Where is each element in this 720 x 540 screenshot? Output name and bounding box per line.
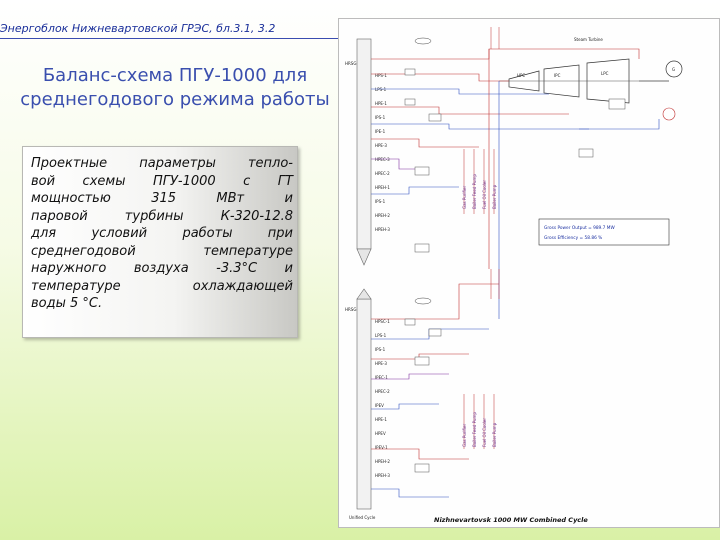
hrsg-section-label: IPE-1 <box>375 129 386 134</box>
steam-turbine-label: Steam Turbine <box>574 37 603 42</box>
equipment-vertical-label: Gas Purifier <box>462 185 467 209</box>
hrsg-section-label: IPS-1 <box>375 199 386 204</box>
description-line: вой схемы ПГУ-1000 с ГТ <box>31 173 293 189</box>
description-line: воды 5 °С. <box>31 296 103 311</box>
gross-efficiency: Gross Efficiency = 58.86 % <box>544 235 602 241</box>
hrsg-section-label: IPEV <box>375 403 384 408</box>
equipment-vertical-label: Boiler Pump <box>492 184 497 209</box>
hrsg-section-label: HPEH-3 <box>375 473 390 478</box>
hrsg-section-label: LPS-1 <box>375 333 387 338</box>
hrsg-upper-body <box>356 38 372 250</box>
hrsg-section-label: HPE-1 <box>375 101 387 106</box>
title-line-2: среднегодового режима работы <box>20 89 330 110</box>
hrsg-section-label: IPEV-1 <box>375 445 388 450</box>
equipment-vertical-label: Gas Purifier <box>462 423 467 447</box>
slide-title: Баланс-схема ПГУ-1000 для среднегодового… <box>10 64 340 112</box>
header-title: Энергоблок Нижневартовской ГРЭС, бл.3.1,… <box>0 22 276 35</box>
generator-label: G <box>672 67 675 72</box>
hrsg-section-label: LPS-1 <box>375 87 387 92</box>
turbine-label: IPC <box>554 73 561 78</box>
hrsg-section-label: IPS-1 <box>375 347 386 352</box>
turbine-label: LPC <box>601 71 609 76</box>
cycle-label: Unified Cycle <box>349 515 376 520</box>
hrsg-lower-body <box>356 298 372 510</box>
hrsg-section-label: HPEC-3 <box>375 157 390 162</box>
hrsg-section-label: IPS-1 <box>375 115 386 120</box>
hrsg-section-label: IPEC-1 <box>375 375 388 380</box>
hrsg-section-label: HPEH-3 <box>375 227 390 232</box>
description-box: Проектные параметры тепло- вой схемы ПГУ… <box>22 146 298 338</box>
diagram-caption: Nizhnevartovsk 1000 MW Combined Cycle <box>434 516 588 524</box>
hrsg-section-label: HPEC-2 <box>375 171 390 176</box>
hrsg-section-label: HPEH-1 <box>375 185 390 190</box>
gross-power-output: Gross Power Output = 989.7 MW <box>544 225 615 231</box>
equipment-vertical-label: Fuel Oil Cooler <box>482 418 487 447</box>
header-divider <box>0 38 338 39</box>
equipment-vertical-label: Boiler Feed Pump <box>472 412 477 447</box>
generator <box>665 60 683 78</box>
description-text: Проектные параметры тепло- вой схемы ПГУ… <box>31 155 293 313</box>
hrsg-section-label: HPE-3 <box>375 143 387 148</box>
equipment-vertical-label: Boiler Feed Pump <box>472 174 477 209</box>
condenser <box>662 107 676 121</box>
results-box <box>538 218 670 246</box>
hrsg-section-label: HPE-3 <box>375 361 387 366</box>
hrsg-section-label: HPE-1 <box>375 417 387 422</box>
scheme-drawing: HPS-1LPS-1HPE-1IPS-1IPE-1HPE-3HPEC-3HPEC… <box>345 27 683 524</box>
hrsg-section-label: HPEC-2 <box>375 389 390 394</box>
description-line: для условий работы при <box>31 226 293 241</box>
description-line: паровой турбины К-320-12.8 <box>31 208 293 224</box>
hrsg-upper-outlet <box>356 248 372 266</box>
description-line: среднегодовой температуре <box>31 243 293 259</box>
hrsg-upper-labels: HPS-1LPS-1HPE-1IPS-1IPE-1HPE-3HPEC-3HPEC… <box>375 73 390 232</box>
description-line: Проектные параметры тепло- <box>31 156 293 171</box>
turbine-label: HPC <box>517 73 525 78</box>
hrsg-section-label: HPEH-2 <box>375 213 390 218</box>
description-line: мощностью 315 МВт и <box>31 191 293 206</box>
title-line-1: Баланс-схема ПГУ-1000 для <box>42 65 308 86</box>
hrsg-upper-title: HRSG <box>345 61 356 66</box>
hrsg-lower-title: HRSG <box>345 307 356 312</box>
hrsg-section-label: HPEH-2 <box>375 459 390 464</box>
description-line: наружного воздуха -3.3°С и <box>31 261 293 276</box>
hrsg-section-label: HPS-1 <box>375 73 387 78</box>
description-line: температуре охлаждающей <box>31 278 293 294</box>
hrsg-lower-inlet <box>356 288 372 300</box>
hrsg-section-label: HPSC-1 <box>375 319 390 324</box>
equipment-vertical-label: Boiler Pump <box>492 422 497 447</box>
equipment-vertical-label: Fuel Oil Cooler <box>482 180 487 209</box>
hrsg-section-label: HPEV <box>375 431 386 436</box>
